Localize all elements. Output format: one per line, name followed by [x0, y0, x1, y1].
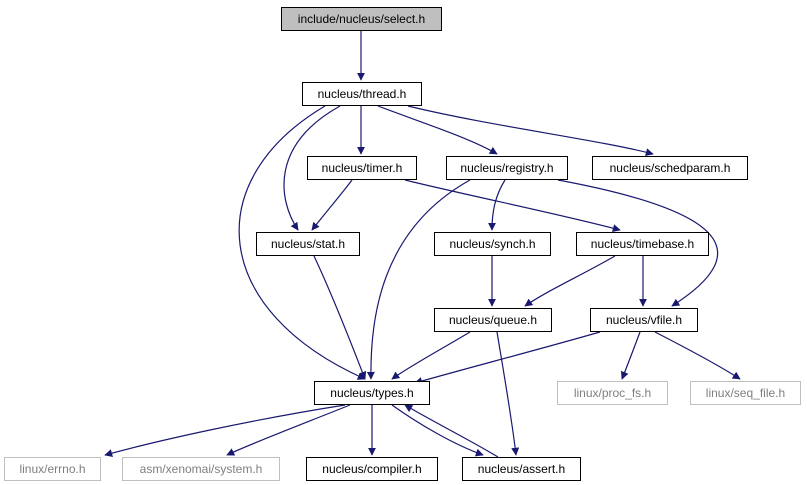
- edge-thread-to-types: [238, 105, 366, 380]
- node-synch[interactable]: nucleus/synch.h: [434, 232, 551, 256]
- node-assert[interactable]: nucleus/assert.h: [462, 457, 581, 481]
- edge-thread-to-schedparam: [407, 105, 654, 157]
- node-queue[interactable]: nucleus/queue.h: [434, 308, 552, 332]
- node-compiler[interactable]: nucleus/compiler.h: [306, 457, 438, 481]
- edge-vfile-to-types: [414, 331, 601, 385]
- edge-registry-to-synch: [488, 179, 506, 231]
- edge-timer-to-stat: [311, 179, 353, 231]
- edge-stat-to-types: [313, 255, 367, 380]
- node-errno: linux/errno.h: [4, 457, 101, 481]
- node-system: asm/xenomai/system.h: [122, 457, 280, 481]
- node-registry[interactable]: nucleus/registry.h: [446, 156, 568, 180]
- node-vfile[interactable]: nucleus/vfile.h: [590, 308, 698, 332]
- edge-thread-to-stat: [283, 105, 341, 231]
- edge-queue-to-types: [391, 331, 471, 380]
- edge-vfile-to-procfs: [620, 331, 641, 380]
- edge-assert-to-types: [404, 404, 499, 458]
- edge-thread-to-registry: [377, 105, 498, 155]
- node-types[interactable]: nucleus/types.h: [314, 381, 430, 405]
- edge-types-to-assert: [391, 404, 484, 457]
- node-schedparam[interactable]: nucleus/schedparam.h: [592, 156, 748, 180]
- edge-types-to-system: [226, 404, 351, 456]
- edge-registry-to-types: [366, 179, 471, 380]
- edge-types-to-errno: [104, 404, 346, 457]
- node-select: include/nucleus/select.h: [281, 7, 442, 31]
- node-thread[interactable]: nucleus/thread.h: [302, 82, 422, 106]
- node-seqfile: linux/seq_file.h: [690, 381, 801, 405]
- edge-timer-to-timebase: [404, 179, 621, 233]
- edge-vfile-to-seqfile: [654, 331, 741, 380]
- edge-timebase-to-queue: [524, 255, 616, 307]
- node-timer[interactable]: nucleus/timer.h: [307, 156, 417, 180]
- node-procfs: linux/proc_fs.h: [557, 381, 668, 405]
- edge-queue-to-assert: [496, 331, 520, 456]
- node-timebase[interactable]: nucleus/timebase.h: [576, 232, 709, 256]
- node-stat[interactable]: nucleus/stat.h: [256, 232, 360, 256]
